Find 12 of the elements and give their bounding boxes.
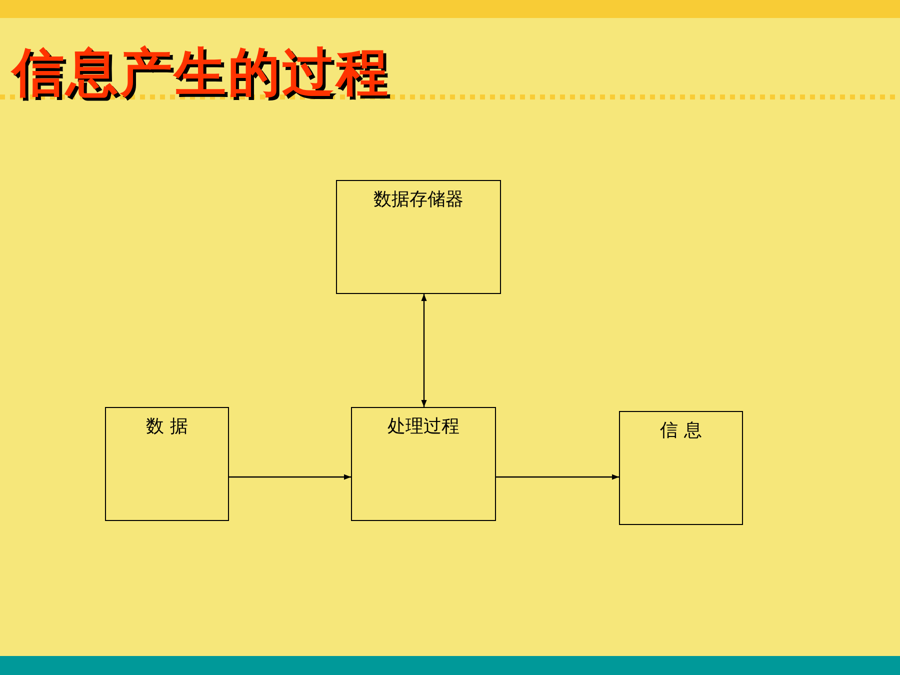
box-label: 处理过程 (386, 415, 460, 438)
process-box (336, 180, 501, 294)
box-label: 数 据 (145, 415, 189, 438)
process-box (105, 407, 229, 521)
box-label: 信 息 (659, 419, 703, 442)
process-box (351, 407, 496, 521)
box-label: 数据存储器 (372, 188, 464, 211)
title: 信息产生的过程 (12, 42, 390, 105)
arrow (496, 474, 619, 480)
arrow (421, 294, 427, 407)
process-box (619, 411, 743, 525)
arrow (229, 474, 351, 480)
